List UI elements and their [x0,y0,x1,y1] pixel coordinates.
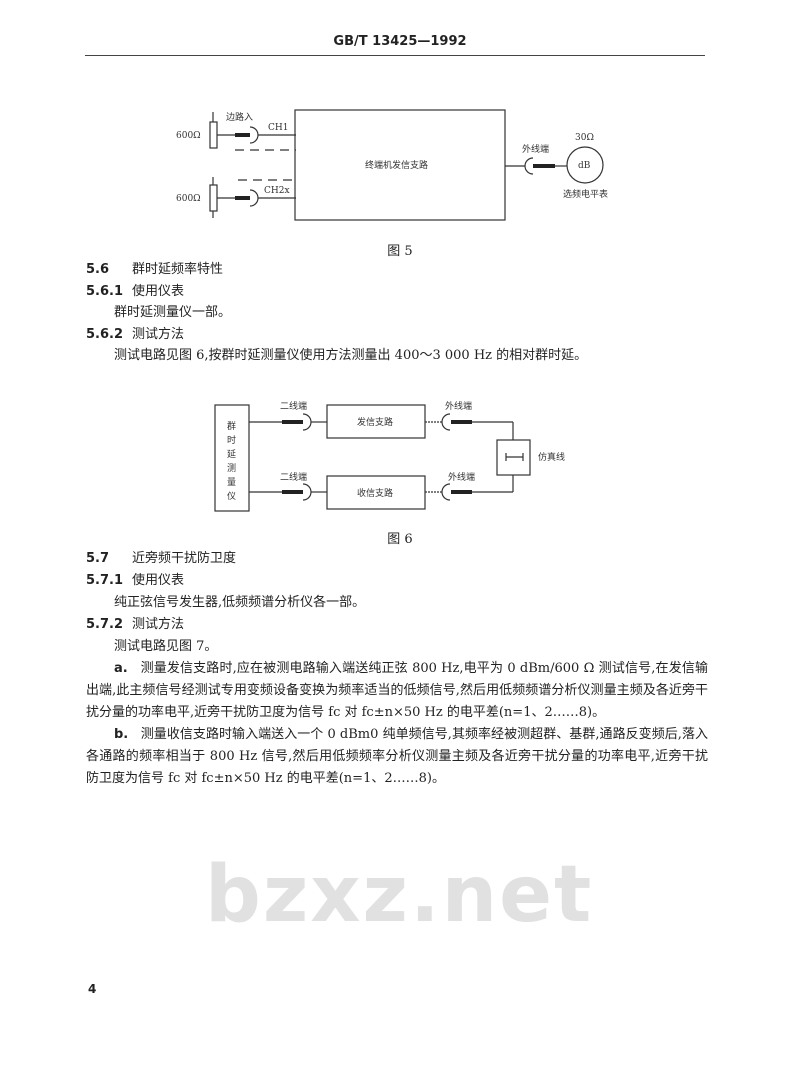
figure-5-diagram: 600Ω 600Ω 边路入 CH1 CH2x 终端机发信支路 外线端 30Ω d… [176,109,608,221]
document-header: GB/T 13425—1992 [333,34,467,49]
meter-db-label: dB [578,161,591,171]
resistor-bottom-label: 600Ω [176,194,201,204]
meter-char: 延 [227,448,236,460]
box-label: 终端机发信支路 [365,159,428,171]
meter-char: 群 [227,420,236,432]
resistor-top-label: 600Ω [176,131,201,141]
tx-branch-box [294,109,506,221]
meter-char: 时 [227,434,236,446]
tx-branch-label: 发信支路 [357,416,393,428]
outer-top-label: 外线端 [445,400,472,412]
item-label-b: b. [114,727,129,742]
watermark: bzxz.net [205,850,594,940]
header-rule [85,55,705,56]
page-number: 4 [88,982,97,996]
figure-6-caption: 图 6 [387,532,413,547]
meter-char: 测 [227,463,236,474]
line-simulator-box [496,439,531,476]
section-5-7-1-body: 纯正弦信号发生器,低频频谱分析仪各一部。 [114,595,366,610]
chn-label: CH2x [264,186,290,196]
group-delay-meter-box [214,404,250,512]
outer-bottom-label: 外线端 [448,471,475,483]
meter-impedance-label: 30Ω [575,133,594,143]
line-sim-label: 仿真线 [538,451,565,463]
meter-char: 仪 [227,491,236,502]
two-wire-bottom-label: 二线端 [280,471,307,483]
resistor-bottom [209,184,218,212]
paragraph-b: b. 测量收信支路时输入端送入一个 0 dBm0 纯单频信号,其频率经被测超群、… [86,727,708,786]
meter-label: 选频电平表 [563,188,608,200]
figure-6-diagram: 群 时 延 测 量 仪 二线端 二线端 发信支路 收信支路 外线端 外线端 仿真… [214,400,565,512]
two-wire-top-label: 二线端 [280,400,307,412]
meter-char: 量 [227,477,236,488]
item-label-a: a. [114,661,128,676]
ch1-label: CH1 [268,123,288,133]
paragraph-a: a. 测量发信支路时,应在被测电路输入端送纯正弦 800 Hz,电平为 0 dB… [86,661,708,720]
section-5-6-1-body: 群时延测量仪一部。 [114,305,232,320]
figure-5-caption: 图 5 [387,244,413,259]
input-label: 边路入 [226,111,253,123]
section-5-6-2-body: 测试电路见图 6,按群时延测量仪使用方法测量出 400～3 000 Hz 的相对… [114,348,588,363]
rx-branch-label: 收信支路 [357,487,393,499]
resistor-top [209,121,218,149]
outer-port-label: 外线端 [522,143,549,155]
level-meter-circle [566,146,604,184]
section-5-7-2-body: 测试电路见图 7。 [114,639,218,654]
